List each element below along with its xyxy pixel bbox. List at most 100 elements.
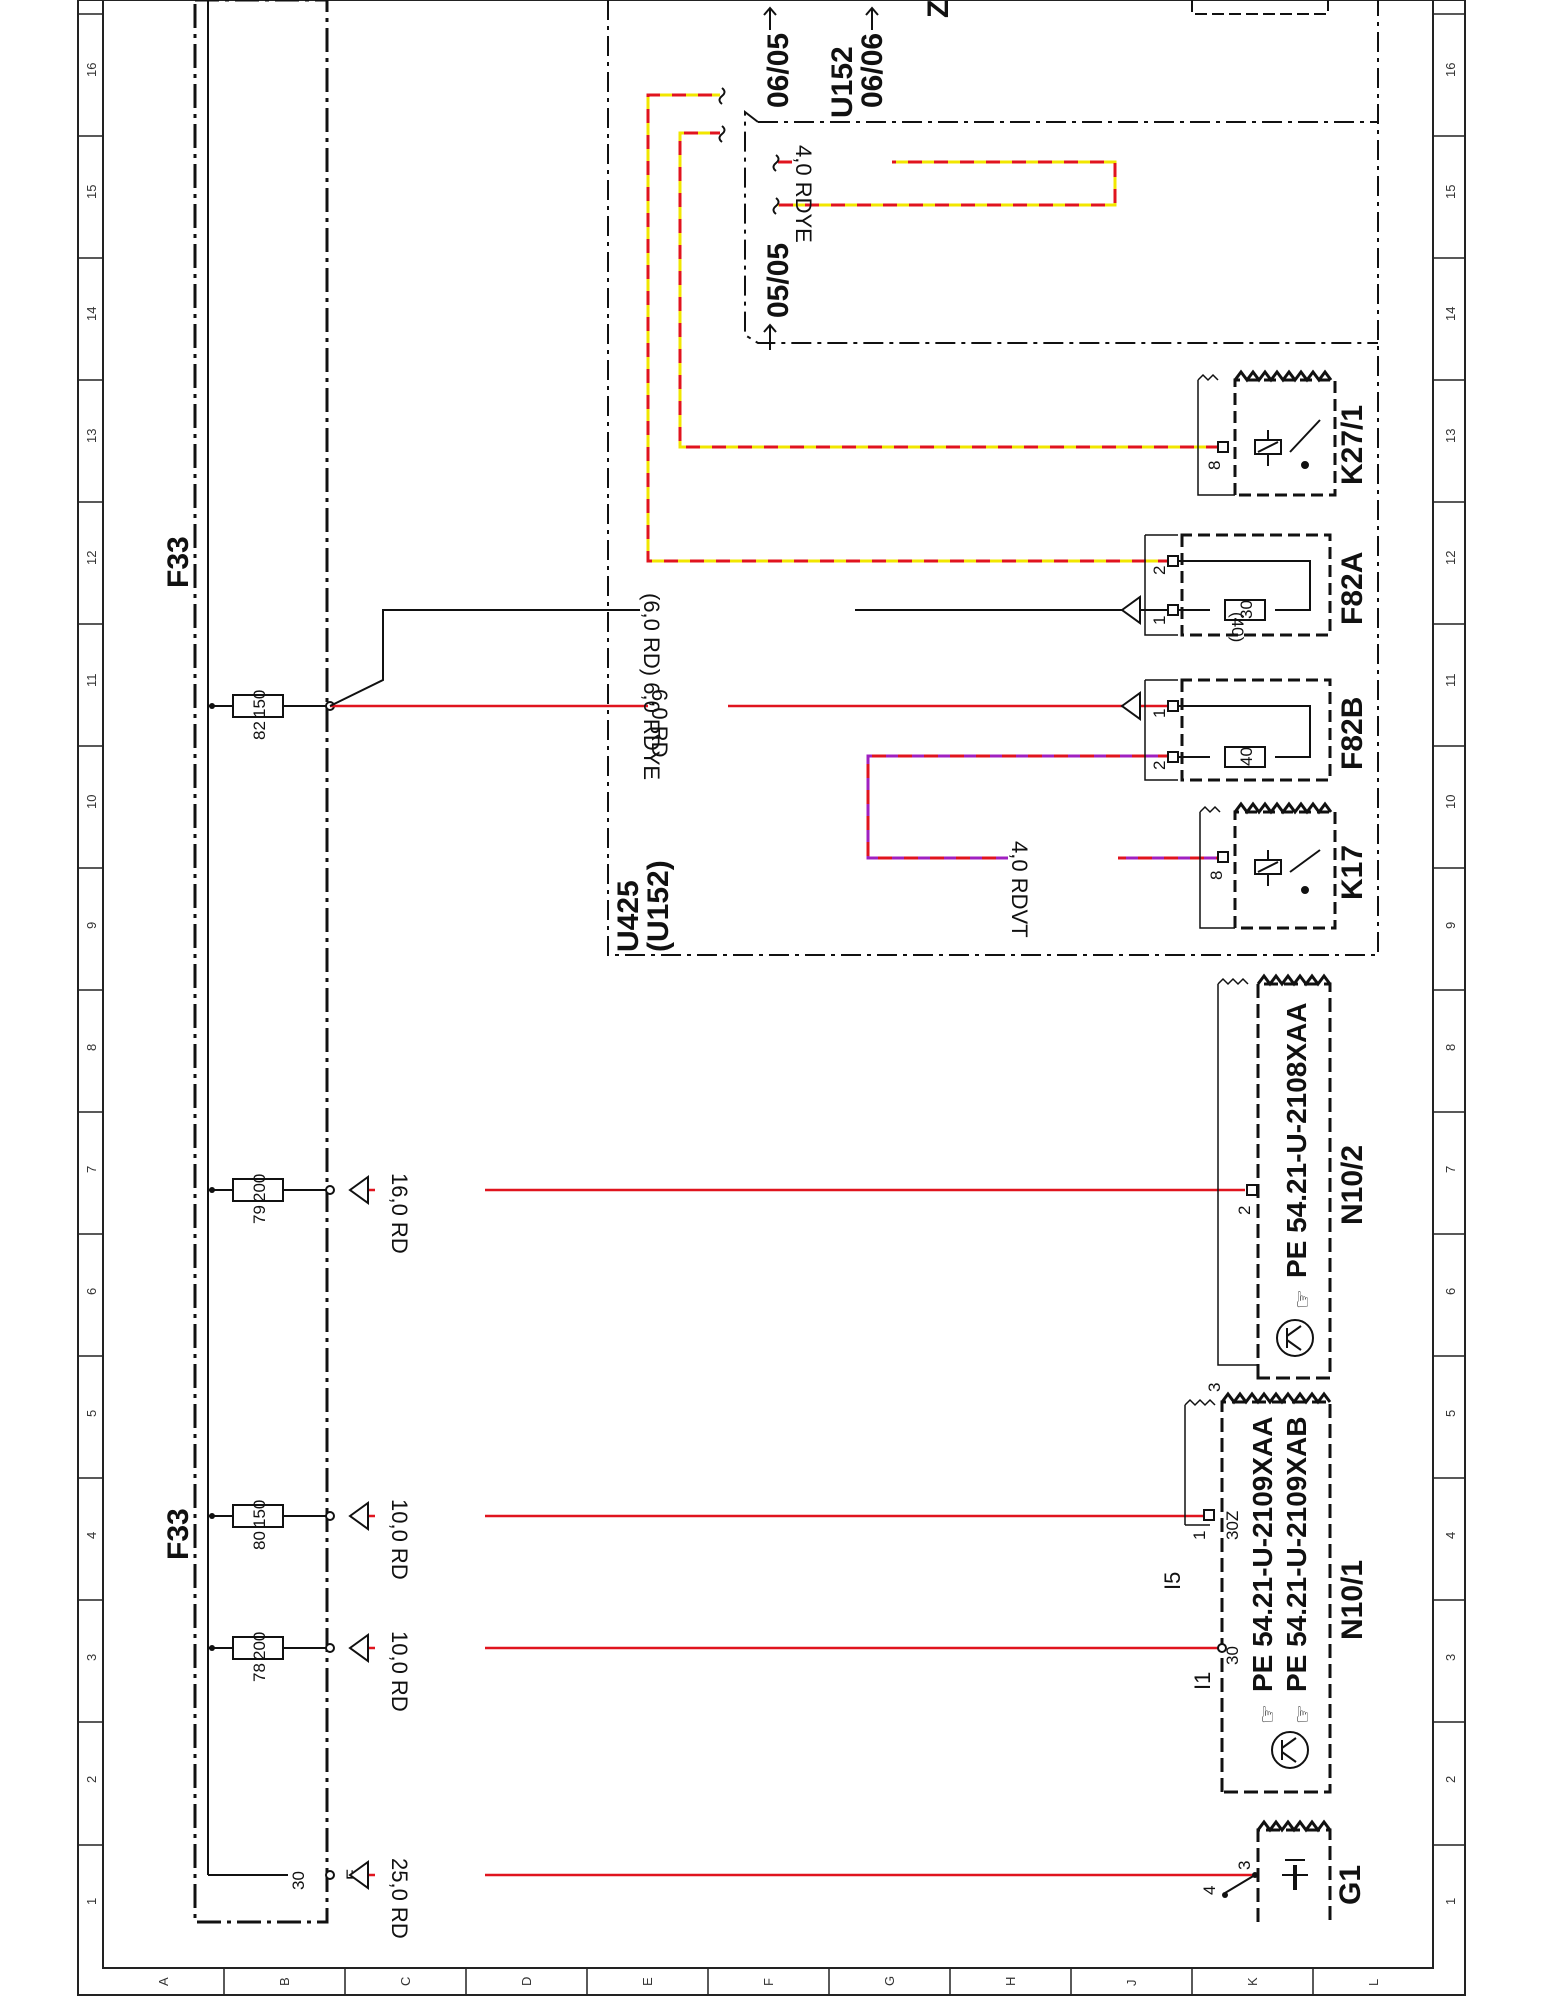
component-n10-2: 2 ☞ PE 54.21-U-2108XAA N10/2 [1217, 973, 1369, 1380]
component-label: N10/1 [1336, 1560, 1369, 1640]
pin-label: 1 [1150, 616, 1169, 625]
sheet-frame [77, 0, 1466, 1996]
wire-label: 10,0 RD [387, 1631, 412, 1712]
row-label: 1 [84, 1898, 99, 1905]
component-label: K27/1 [1336, 405, 1369, 485]
wire-4-rdye: 4,0 RDYE [778, 145, 1117, 243]
wire-4-rdvt: 4,0 RDVT [866, 754, 1220, 938]
row-label: 13 [1443, 429, 1458, 443]
component-g1: 4 3 G1 [1200, 1819, 1367, 1922]
row-label: 2 [1443, 1776, 1458, 1783]
fuse-rating: 40 [1237, 747, 1256, 766]
row-label: 13 [84, 429, 99, 443]
row-label: 8 [84, 1044, 99, 1051]
row-label: 9 [84, 922, 99, 929]
row-label: 2 [84, 1776, 99, 1783]
row-label: 7 [84, 1166, 99, 1173]
hand-icon: ☞ [1290, 1289, 1315, 1309]
pin-label: 3 [1235, 1861, 1254, 1870]
row-label: 12 [84, 551, 99, 565]
row-label: 6 [1443, 1288, 1458, 1295]
pin-label: 2 [1150, 761, 1169, 770]
column-label: D [519, 1977, 534, 1986]
break-marks [718, 87, 780, 215]
fuse-box-f33: F33 F33 30 E 200 78 150 80 200 [162, 0, 362, 1924]
part-number: PE 54.21-U-2109XAA [1247, 1417, 1278, 1692]
fuse-79: 200 79 [208, 1174, 335, 1224]
wire-10-rd-a: 10,0 RD [348, 1631, 1222, 1712]
row-labels-right: 1 2 3 4 5 6 7 8 9 10 11 12 13 14 15 16 [1443, 63, 1458, 1905]
component-n10-1: 30 30Z 1 3 I1 I5 ☞ ☞ PE 54.21-U-2109XAA … [1160, 1383, 1369, 1794]
fuse-rating: 200 [250, 1174, 269, 1202]
relay-icon [1254, 849, 1321, 894]
column-label: L [1366, 1979, 1381, 1986]
fuse-82: 150 82 [208, 690, 335, 740]
pin-label: 2 [1235, 1206, 1254, 1215]
row-label: 8 [1443, 1044, 1458, 1051]
fuse-icon: 40 [1178, 705, 1311, 768]
component-label: K17 [1336, 845, 1369, 900]
fuse-pin: 80 [250, 1531, 269, 1550]
column-label: H [1003, 1977, 1018, 1986]
row-label: 12 [1443, 551, 1458, 565]
pin-label: 3 [1205, 1383, 1224, 1392]
column-labels: A B C D E F G H J K L [156, 1976, 1381, 1986]
fuse-80: 150 80 [208, 1500, 335, 1550]
part-number: PE 54.21-U-2108XAA [1281, 1003, 1312, 1278]
column-label: C [398, 1977, 413, 1986]
row-label: 3 [84, 1654, 99, 1661]
wire-rdye-k271 [678, 131, 1220, 449]
terminal-30-label: 30 [289, 1871, 308, 1890]
pin-label: 1 [1150, 709, 1169, 718]
transistor-icon [1271, 1731, 1309, 1769]
row-label: 1 [1443, 1898, 1458, 1905]
hand-icon: ☞ [1255, 1704, 1280, 1724]
component-f82b: 1 2 40 F82B [1144, 678, 1369, 782]
component-k27-1: 8 K27/1 [1197, 369, 1369, 497]
row-label: 11 [84, 674, 99, 688]
wire-label: 25,0 RD [387, 1858, 412, 1939]
partial-label: Z [922, 0, 955, 18]
row-label: 10 [1443, 795, 1458, 809]
pin-label: 2 [1150, 566, 1169, 575]
ref-05-05: 05/05 [762, 243, 795, 318]
fuse-pin: 79 [250, 1205, 269, 1224]
wire-label: 16,0 RD [387, 1173, 412, 1254]
row-label: 15 [1443, 185, 1458, 199]
row-label: 4 [1443, 1532, 1458, 1539]
row-label: 11 [1443, 674, 1458, 688]
connector-label: I5 [1160, 1572, 1185, 1590]
fuse-rating: 150 [250, 1500, 269, 1528]
module-u425: U425 (U152) [607, 0, 1379, 956]
component-f82a: 2 1 30 (40) F82A [1144, 533, 1369, 642]
row-label: 16 [84, 63, 99, 77]
transistor-icon [1276, 1319, 1314, 1357]
wire-label: 4,0 RDVT [1007, 841, 1032, 938]
connector-label: I1 [1190, 1672, 1215, 1690]
row-label: 5 [1443, 1410, 1458, 1417]
wire-25-rd: 25,0 RD [348, 1858, 1255, 1939]
fuse-rating-alt: (40) [1228, 612, 1247, 642]
column-label: K [1245, 1977, 1260, 1986]
module-label: U425 [612, 880, 645, 952]
row-label: 14 [84, 307, 99, 321]
wire-6-rdye: (6,0 RD) 6,0 RDYE [329, 593, 1172, 780]
row-label: 15 [84, 185, 99, 199]
fuse-box-label: F33 [162, 1508, 195, 1560]
pin-label: 8 [1207, 871, 1226, 880]
module-label: U152 [826, 46, 859, 118]
column-label: B [277, 1977, 292, 1986]
fuse-78: 200 78 [208, 1632, 335, 1682]
pin-label: 1 [1190, 1531, 1209, 1540]
ref-06-05: 06/05 [762, 33, 795, 108]
fuse-pin: 78 [250, 1663, 269, 1682]
fuse-rating: 150 [250, 690, 269, 718]
column-label: A [156, 1977, 171, 1986]
row-label: 6 [84, 1288, 99, 1295]
wire-16-rd: 16,0 RD [348, 1173, 1245, 1254]
wire-label: (6,0 RD) 6,0 RDYE [639, 593, 664, 780]
row-label: 10 [84, 795, 99, 809]
ref-06-06: 06/06 [856, 33, 889, 108]
component-label: G1 [1334, 1865, 1367, 1905]
